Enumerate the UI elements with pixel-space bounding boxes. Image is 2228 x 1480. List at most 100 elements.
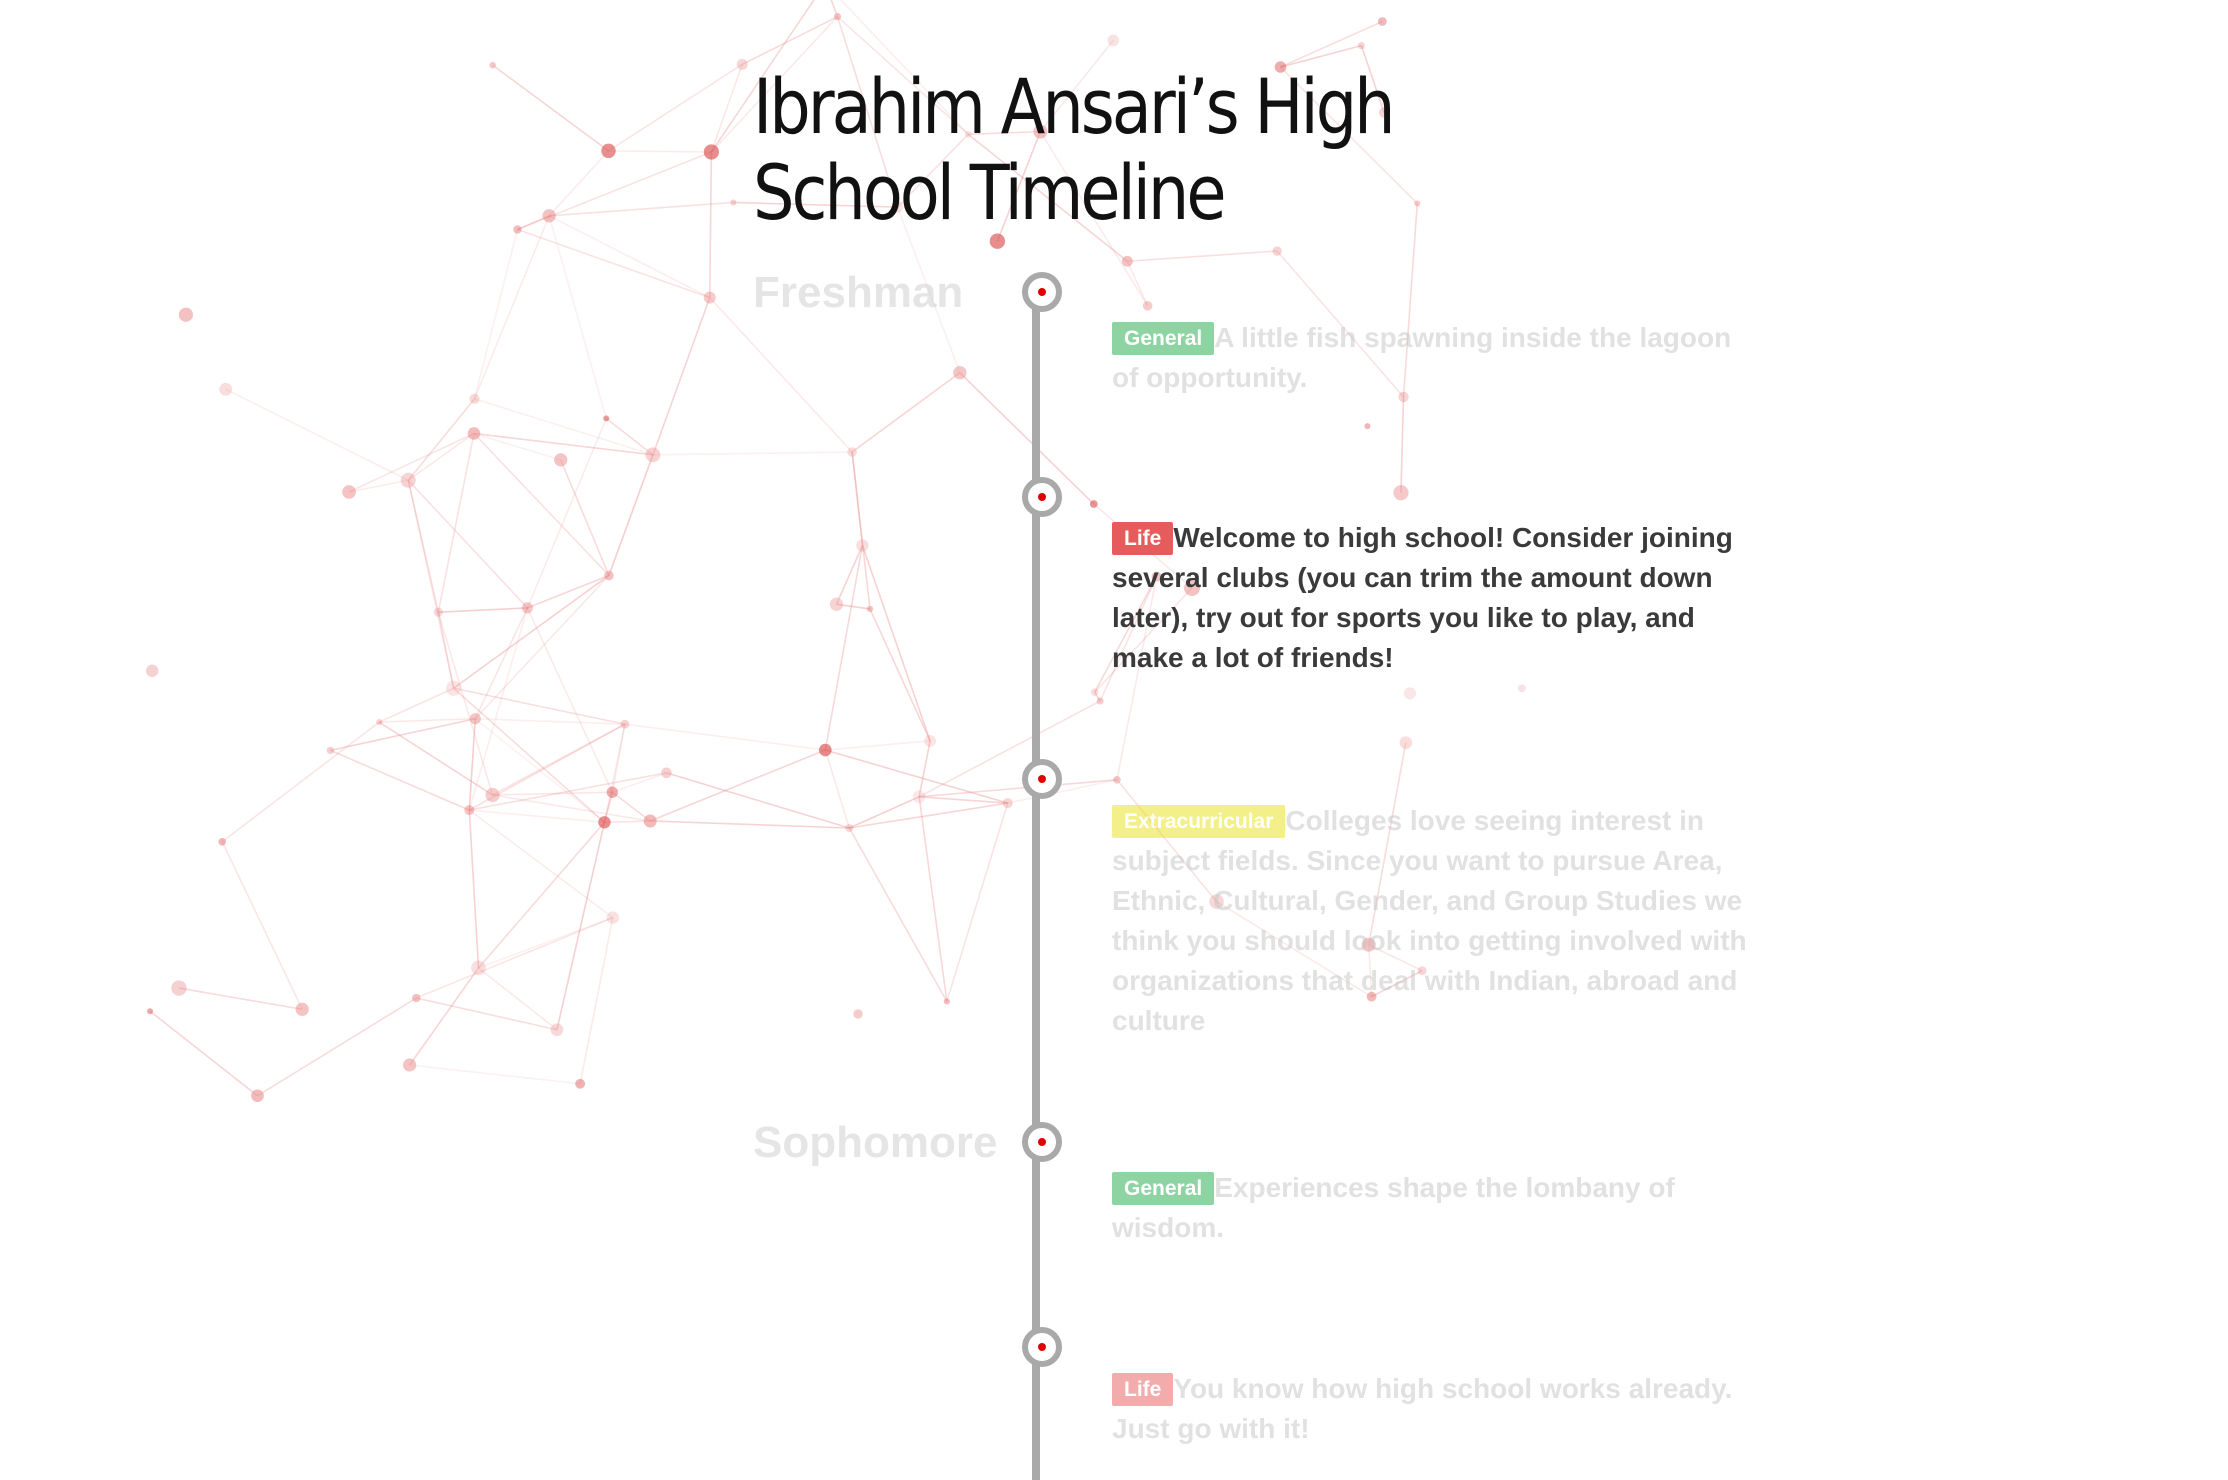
network-link — [836, 16, 899, 208]
network-link — [650, 820, 850, 829]
network-link — [437, 433, 475, 613]
network-link — [407, 398, 476, 481]
network-node — [847, 447, 857, 457]
network-link — [959, 372, 1095, 505]
network-node — [703, 144, 719, 160]
network-link — [896, 133, 969, 208]
network-node — [1414, 200, 1421, 207]
timeline-line — [1032, 308, 1040, 1480]
network-node — [606, 911, 620, 924]
network-node — [1378, 107, 1390, 118]
timeline-node[interactable] — [1022, 1327, 1062, 1367]
network-link — [469, 772, 667, 811]
network-link — [1126, 260, 1149, 307]
network-link — [848, 827, 948, 1002]
network-link — [474, 574, 610, 720]
network-link — [1216, 900, 1373, 998]
network-node — [924, 735, 936, 747]
network-node — [171, 980, 187, 996]
network-link — [1360, 45, 1385, 113]
network-node — [833, 13, 842, 21]
network-link — [946, 802, 1009, 1002]
network-link — [604, 820, 651, 824]
network-node — [1366, 991, 1377, 1002]
network-link — [1007, 778, 1118, 804]
network-link — [608, 150, 712, 153]
network-link — [221, 841, 303, 1010]
network-link — [849, 802, 1008, 829]
network-link — [548, 215, 607, 419]
network-link — [1099, 576, 1158, 702]
network-link — [652, 451, 853, 456]
network-node — [736, 58, 748, 70]
network-node — [1417, 966, 1427, 976]
network-link — [348, 479, 409, 493]
network-node — [891, 201, 904, 213]
category-tag-general: General — [1112, 1172, 1215, 1205]
network-node — [178, 307, 194, 322]
network-link — [560, 459, 610, 576]
network-link — [407, 480, 440, 613]
network-node — [295, 1002, 309, 1016]
category-tag-life: Life — [1112, 522, 1174, 555]
network-link — [710, 64, 744, 153]
network-link — [709, 297, 853, 453]
network-link — [967, 133, 1128, 262]
page-title: Ibrahim Ansari’s High School Timeline — [753, 64, 1458, 236]
network-node — [703, 291, 716, 304]
network-link — [473, 432, 610, 577]
timeline-node[interactable] — [1022, 1122, 1062, 1162]
network-link — [851, 451, 864, 546]
network-node — [326, 746, 335, 755]
network-link — [415, 916, 614, 999]
network-link — [1093, 691, 1101, 702]
network-link — [1276, 250, 1405, 398]
network-node — [464, 805, 475, 816]
entry-text: You know how high school works already. … — [1112, 1373, 1733, 1444]
network-link — [1093, 576, 1158, 693]
network-link — [851, 451, 871, 609]
network-link — [548, 150, 610, 217]
network-link — [517, 151, 712, 231]
network-link — [861, 545, 931, 742]
network-node — [856, 539, 869, 552]
network-node — [219, 382, 233, 396]
network-link — [477, 821, 606, 969]
network-node — [575, 1078, 586, 1089]
network-link — [919, 778, 1118, 798]
network-node — [1518, 684, 1526, 693]
network-node — [342, 485, 356, 499]
category-tag-general: General — [1112, 322, 1215, 355]
network-node — [403, 1058, 417, 1072]
timeline-node[interactable] — [1022, 272, 1062, 312]
network-node — [819, 743, 832, 757]
network-link — [221, 721, 380, 843]
network-node — [550, 1023, 564, 1037]
network-node — [606, 786, 619, 798]
network-node — [643, 814, 657, 828]
network-node — [1357, 42, 1366, 50]
timeline-node[interactable] — [1022, 759, 1062, 799]
network-link — [608, 454, 654, 576]
network-link — [407, 432, 475, 481]
network-link — [835, 545, 864, 605]
network-link — [1400, 396, 1405, 493]
page-title-line-2: School Timeline — [753, 148, 1227, 237]
network-node — [1274, 61, 1287, 73]
timeline-node[interactable] — [1022, 477, 1062, 517]
network-node — [645, 447, 661, 463]
network-node — [1033, 124, 1048, 139]
network-node — [433, 607, 443, 617]
network-node — [912, 790, 926, 804]
network-link — [824, 545, 864, 751]
category-tag-life: Life — [1112, 1373, 1174, 1406]
network-link — [652, 297, 711, 456]
network-link — [438, 607, 528, 613]
network-link — [1039, 39, 1114, 133]
network-link — [666, 772, 850, 829]
network-link — [549, 201, 734, 217]
network-link — [330, 717, 476, 752]
entry-text: Welcome to high school! Consider joining… — [1112, 522, 1733, 673]
